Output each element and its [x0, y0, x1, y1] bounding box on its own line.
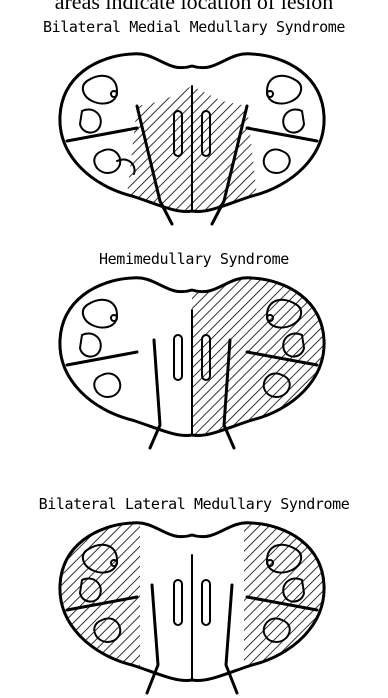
medulla-diagram-bilateral-lateral	[42, 515, 342, 695]
figure-caption: areas indicate location of lesion	[0, 0, 388, 13]
medulla-diagram-hemimedullary	[42, 270, 342, 450]
diagram-title-bilateral-medial: Bilateral Medial Medullary Syndrome	[0, 18, 388, 36]
diagram-title-bilateral-lateral: Bilateral Lateral Medullary Syndrome	[0, 495, 388, 513]
medulla-diagram-bilateral-medial	[42, 46, 342, 226]
diagram-title-hemimedullary: Hemimedullary Syndrome	[0, 250, 388, 268]
